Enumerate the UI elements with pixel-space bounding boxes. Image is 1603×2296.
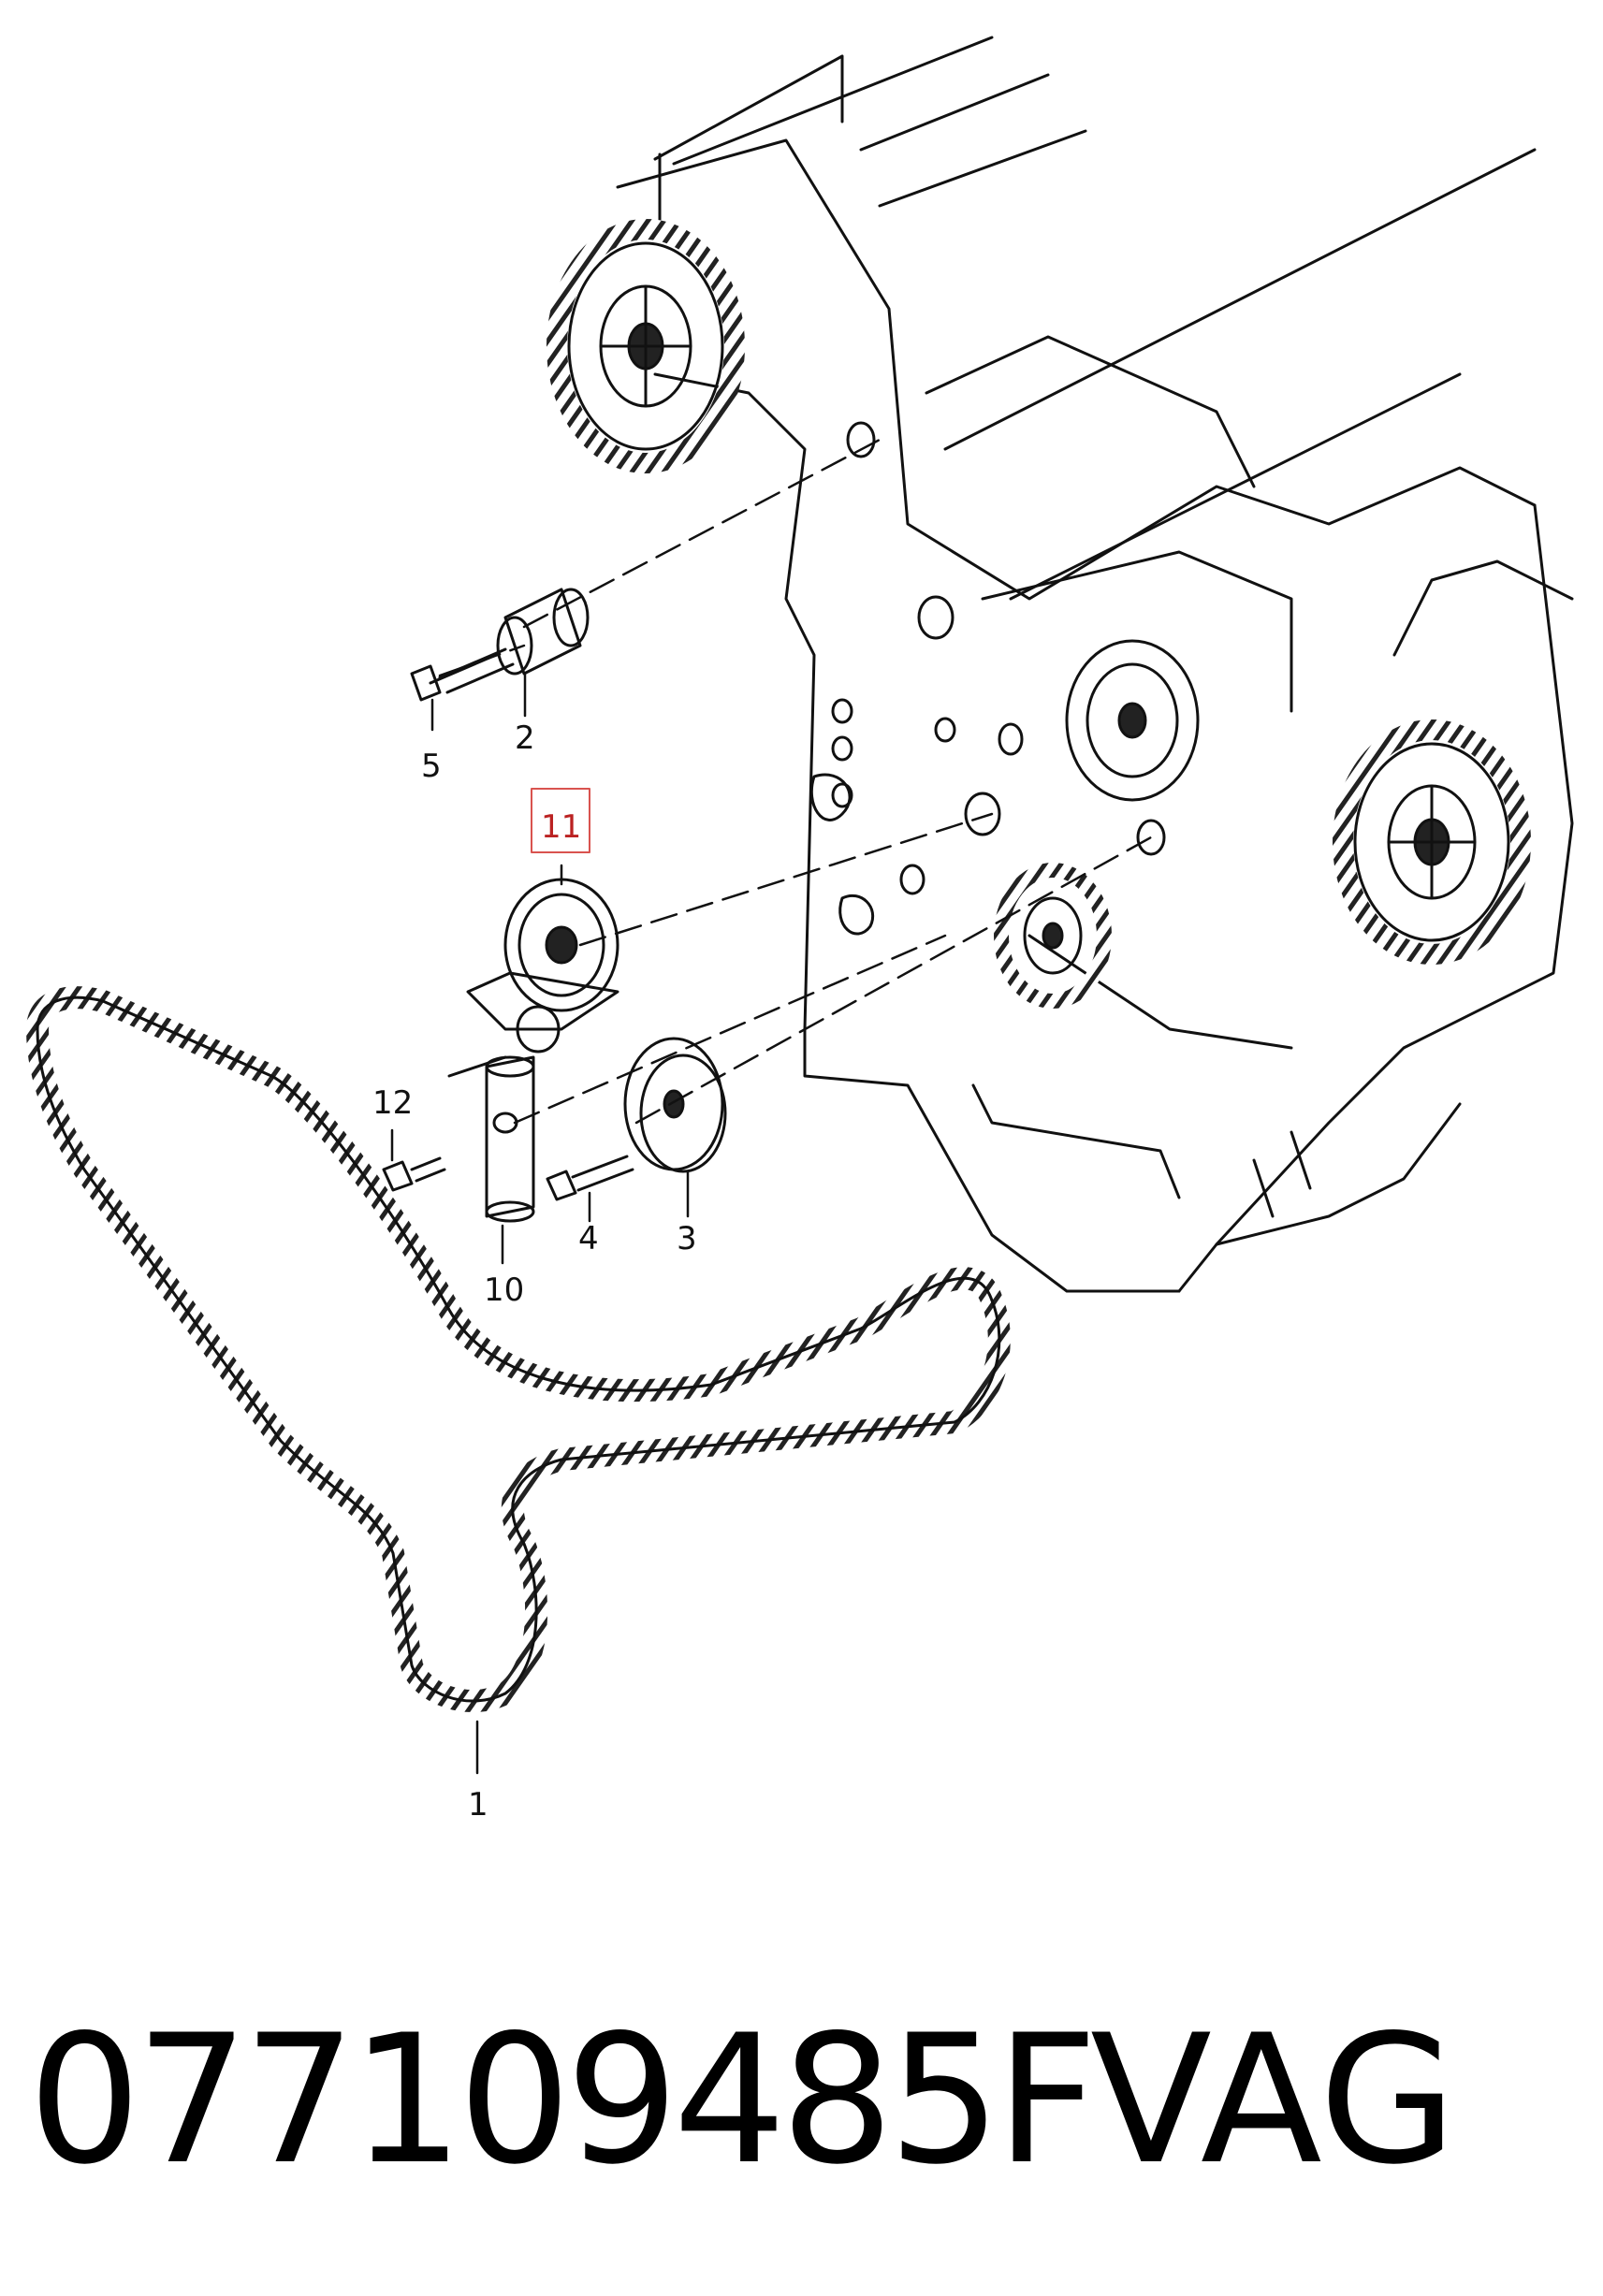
callout-10: 10	[484, 1272, 524, 1309]
crankshaft-sprocket	[994, 863, 1112, 1009]
tensioner-damper-part-10	[447, 1055, 535, 1223]
upper-camshaft-sprocket	[546, 219, 745, 473]
callout-2: 2	[515, 719, 535, 757]
engine-block	[616, 36, 1574, 1293]
bolt-part-5	[410, 647, 515, 702]
timing-belt-part-1	[26, 986, 1011, 1712]
brand-name: VAG	[1090, 1997, 1457, 2203]
callout-4: 4	[578, 1220, 599, 1257]
callout-1: 1	[468, 1786, 488, 1824]
callout-leaders	[390, 672, 690, 1775]
timing-belt-exploded-diagram: 5 2 11 12 4 3 10 1	[26, 36, 1574, 1824]
water-pump-pulley	[1065, 639, 1200, 802]
right-camshaft-sprocket	[1333, 719, 1531, 965]
highlight-box-part-11	[531, 788, 590, 853]
bolt-part-4	[546, 1155, 634, 1201]
mounting-holes	[831, 421, 1166, 895]
callout-5: 5	[421, 748, 442, 785]
bolt-part-12	[382, 1156, 446, 1192]
part-number: 077109485F	[28, 1997, 1098, 2203]
callout-11: 11	[541, 808, 581, 846]
callout-3: 3	[677, 1220, 697, 1257]
footer: 077109485F VAG	[0, 1955, 1603, 2236]
idler-sleeve-part-2	[496, 588, 590, 676]
tensioner-roller-part-11	[466, 878, 619, 1054]
idler-pulley-part-3	[623, 1037, 727, 1173]
callout-12: 12	[372, 1084, 413, 1122]
assembly-lines	[438, 438, 1153, 1125]
